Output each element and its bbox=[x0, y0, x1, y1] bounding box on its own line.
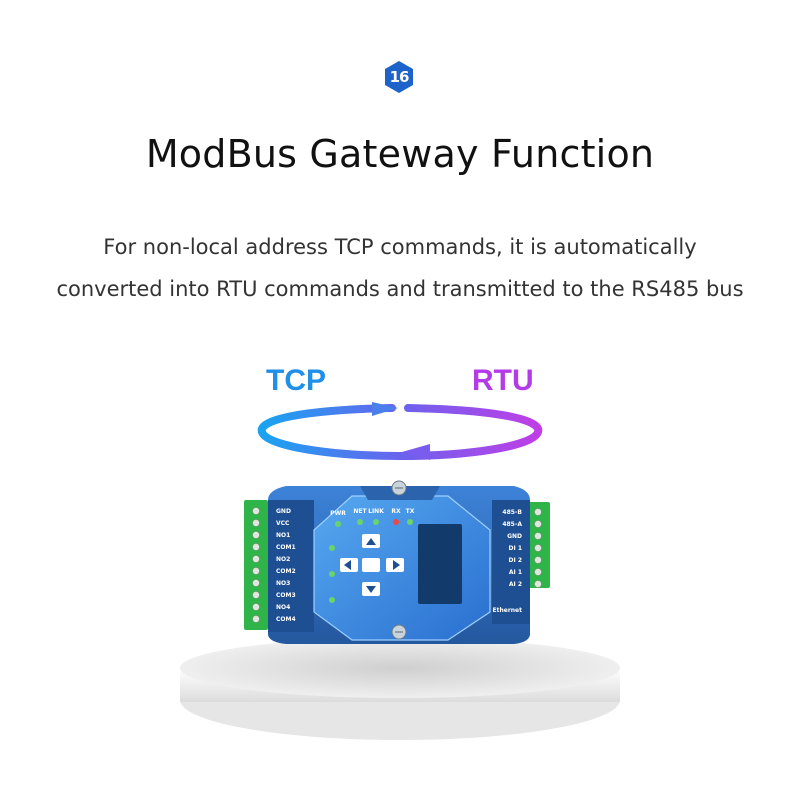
terminal-label: NO4 bbox=[276, 604, 290, 611]
terminal-label: 485-A bbox=[502, 521, 522, 528]
step-number: 16 bbox=[389, 68, 410, 86]
terminal-label: NO3 bbox=[276, 580, 290, 587]
led-label: RX bbox=[391, 508, 401, 515]
terminal-label: COM3 bbox=[276, 592, 296, 599]
description: For non-local address TCP commands, it i… bbox=[0, 226, 800, 310]
description-line-1: For non-local address TCP commands, it i… bbox=[103, 235, 697, 259]
ethernet-port-label: Ethernet bbox=[493, 607, 523, 614]
terminal-label: AI 1 bbox=[509, 569, 522, 576]
terminal-label: GND bbox=[507, 533, 522, 540]
left-terminal-block bbox=[244, 500, 268, 630]
led-label: LINK bbox=[368, 508, 384, 515]
terminal-label: NO1 bbox=[276, 532, 290, 539]
right-terminal-labels: 485-B 485-A GND DI 1 DI 2 AI 1 AI 2 Ethe… bbox=[493, 509, 523, 614]
description-line-2: converted into RTU commands and transmit… bbox=[56, 277, 744, 301]
terminal-label: GND bbox=[276, 508, 291, 515]
led-label: PWR bbox=[330, 510, 346, 517]
right-terminal-block bbox=[526, 502, 550, 588]
rtu-label: RTU bbox=[472, 364, 534, 397]
gateway-device bbox=[268, 480, 530, 644]
terminal-label: COM4 bbox=[276, 616, 296, 623]
tcp-label: TCP bbox=[266, 364, 326, 397]
led-label: NET bbox=[353, 508, 367, 515]
terminal-label: COM2 bbox=[276, 568, 296, 575]
terminal-label: DI 2 bbox=[509, 557, 522, 564]
step-badge-icon bbox=[385, 61, 413, 93]
led-labels: PWR NET LINK RX TX bbox=[330, 508, 415, 517]
terminal-label: AI 2 bbox=[509, 581, 522, 588]
left-terminal-labels: GND VCC NO1 COM1 NO2 COM2 NO3 COM3 NO4 C… bbox=[276, 508, 296, 623]
terminal-label: COM1 bbox=[276, 544, 296, 551]
terminal-label: 485-B bbox=[502, 509, 522, 516]
led-label: TX bbox=[406, 508, 415, 515]
terminal-label: DI 1 bbox=[509, 545, 522, 552]
exchange-ring-icon bbox=[257, 402, 543, 461]
page-title: ModBus Gateway Function bbox=[145, 132, 655, 176]
podium bbox=[180, 638, 620, 740]
terminal-label: VCC bbox=[276, 520, 290, 527]
terminal-label: NO2 bbox=[276, 556, 290, 563]
